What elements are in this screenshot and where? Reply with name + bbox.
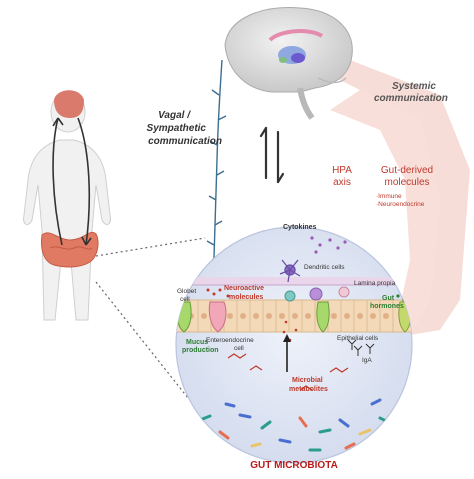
body-brain-arrows bbox=[52, 117, 92, 246]
gut-zoom-circle bbox=[175, 226, 413, 464]
label-epithelial-cells: Epithelial cells bbox=[337, 335, 379, 342]
label-hpa-axis: axis bbox=[333, 177, 351, 188]
dendritic-cell bbox=[279, 259, 301, 283]
label-goblet-cell: cell bbox=[180, 296, 190, 303]
diagram-labels: Vagal / Sympathetic communication System… bbox=[147, 81, 448, 471]
brain-illustration bbox=[224, 7, 353, 120]
label-cytokines: Cytokines bbox=[283, 224, 317, 231]
label-enteroendocrine: Enteroendocrine bbox=[206, 337, 254, 344]
label-gut-hormones-2: hormones bbox=[370, 303, 404, 310]
label-systemic: Systemic bbox=[392, 81, 436, 92]
label-microbial-metabolites: metabolites bbox=[289, 386, 328, 393]
label-neuroactive: Neuroactive bbox=[224, 285, 264, 292]
label-vagal-communication: communication bbox=[148, 136, 222, 147]
label-hpa: HPA bbox=[332, 165, 352, 176]
label-gut-derived-molecules: molecules bbox=[384, 177, 429, 188]
human-body bbox=[23, 90, 111, 321]
label-iga: IgA bbox=[362, 357, 372, 364]
label-microbial: Microbial bbox=[292, 377, 323, 384]
systemic-pathway-band bbox=[300, 60, 470, 335]
hpa-pathway-band bbox=[330, 90, 440, 335]
vagus-nerve bbox=[205, 59, 227, 273]
label-neuroendocrine: ·Neuroendocrine bbox=[376, 201, 425, 208]
lamina-propria-band bbox=[176, 277, 412, 285]
label-lamina-propria: Lamina propia bbox=[354, 280, 396, 287]
iga-antibodies bbox=[347, 339, 375, 356]
label-gut-microbiota: GUT MICROBIOTA bbox=[250, 460, 338, 471]
label-enteroendocrine-cell: cell bbox=[234, 345, 244, 352]
zoom-lines bbox=[95, 237, 206, 399]
label-systemic-communication: communication bbox=[374, 93, 448, 104]
label-mucus: Mucus bbox=[186, 339, 208, 346]
label-dendritic-cells: Dendritic cells bbox=[304, 264, 345, 271]
label-mucus-production: production bbox=[182, 347, 219, 354]
label-neuroactive-molecules: molecules bbox=[229, 294, 263, 301]
label-immune: ·Immune bbox=[376, 193, 402, 200]
bidirectional-arrows bbox=[259, 126, 285, 184]
label-sympathetic: Sympathetic bbox=[147, 123, 207, 134]
label-vagal: Vagal / bbox=[158, 110, 191, 121]
enteroendocrine-cell bbox=[208, 301, 227, 333]
label-gut-derived: Gut-derived bbox=[381, 165, 433, 176]
label-gut-hormones: Gut bbox=[382, 295, 395, 302]
label-goblet: Globet bbox=[177, 288, 196, 295]
